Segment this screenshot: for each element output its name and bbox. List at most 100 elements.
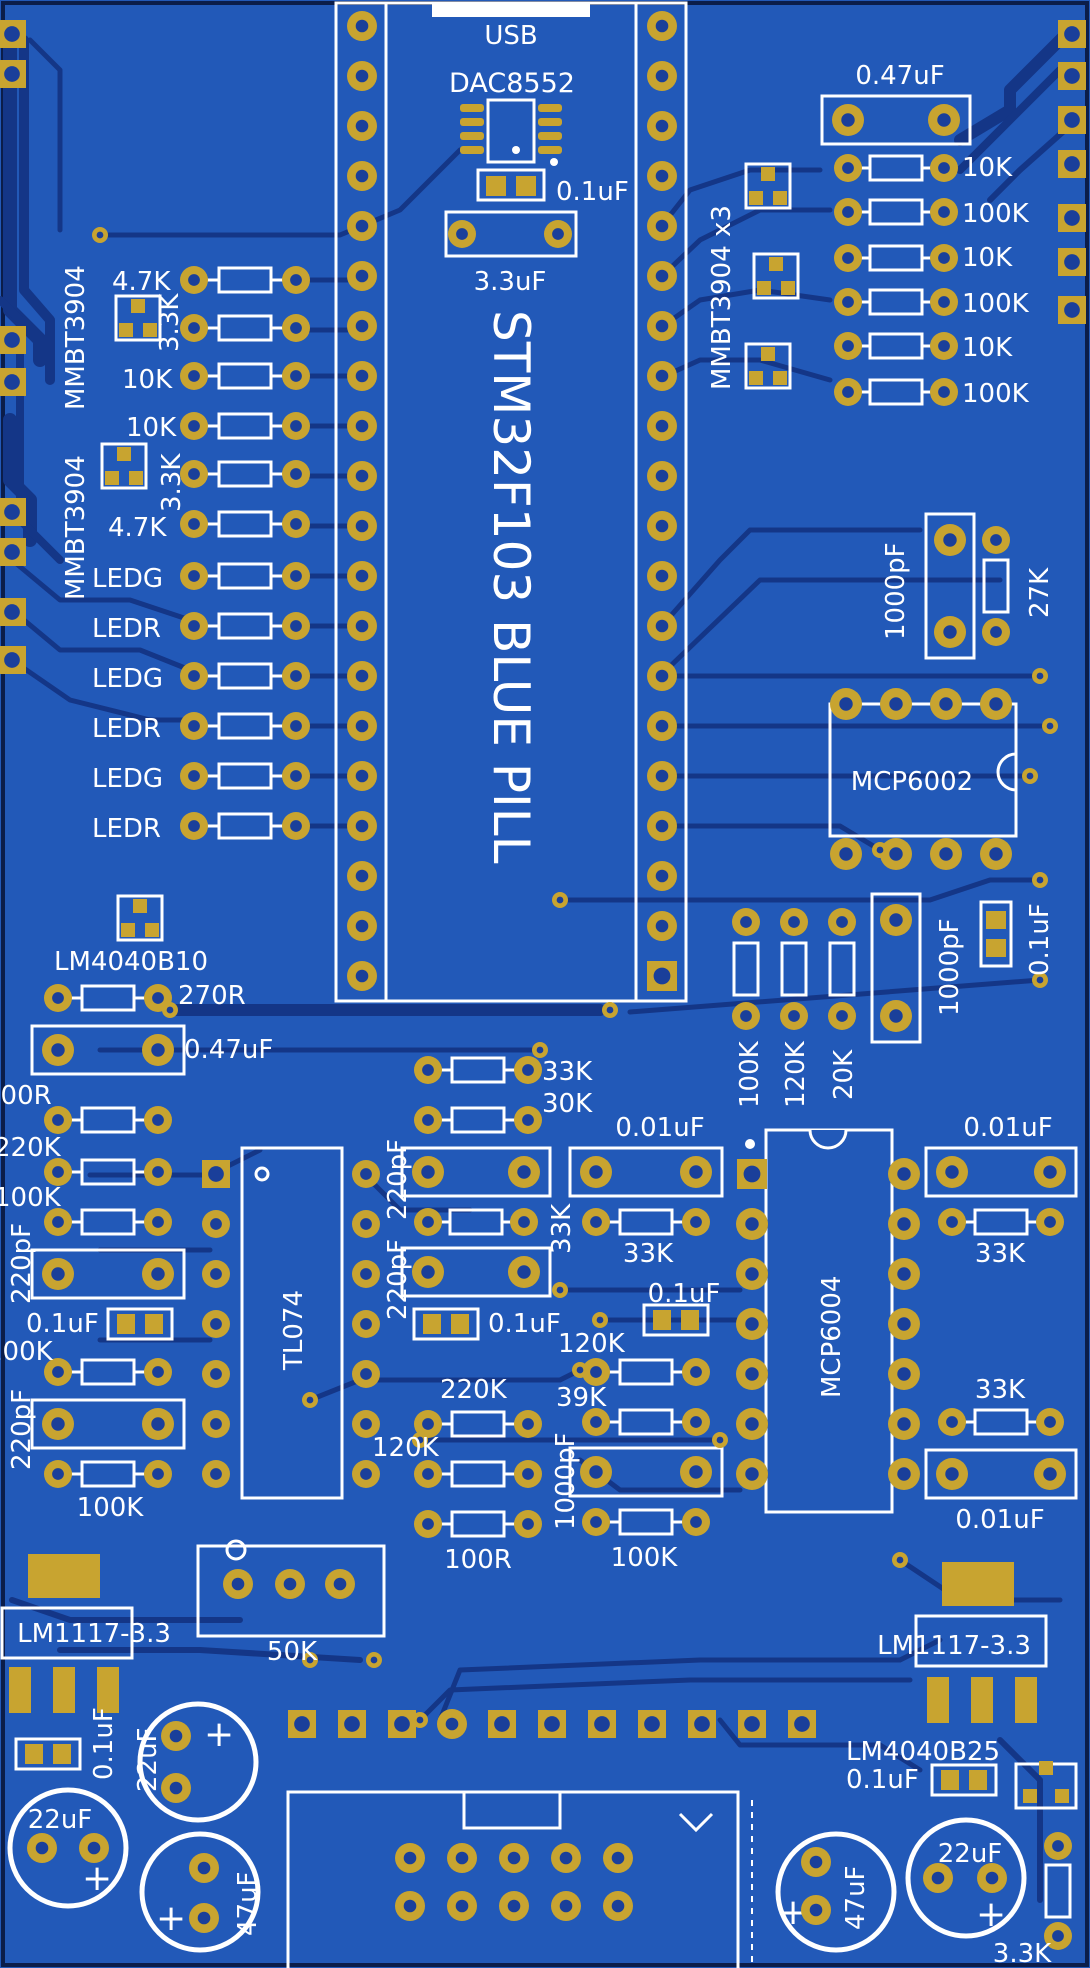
pad-hole xyxy=(52,1468,64,1480)
c-047-mid-label: 0.47uF xyxy=(184,1035,273,1065)
c-001-c-outline xyxy=(924,1448,1078,1500)
reg-left-label: LM1117-3.3 xyxy=(17,1619,171,1649)
pad-hole xyxy=(896,1556,904,1564)
transistor-right-2-pad-1 xyxy=(757,281,771,295)
pad-hole xyxy=(456,228,468,240)
pad-hole xyxy=(4,604,20,620)
pad-hole xyxy=(152,1468,164,1480)
pad-hole xyxy=(151,1417,165,1431)
pad-hole xyxy=(943,625,957,639)
pad-hole xyxy=(611,1851,625,1865)
dac-pin xyxy=(538,132,562,140)
pad-hole xyxy=(355,319,369,333)
transistor-left-2-pad-3 xyxy=(117,447,131,461)
transistor-left-2-pad-1 xyxy=(105,471,119,485)
pad-hole xyxy=(355,669,369,683)
pad-hole xyxy=(422,1468,434,1480)
r-27k-body xyxy=(982,558,1010,614)
pad-hole xyxy=(522,1114,534,1126)
pad-hole xyxy=(522,1518,534,1530)
reg-left-pin xyxy=(97,1667,119,1713)
pad-hole xyxy=(306,1396,314,1404)
c-01-b-outline xyxy=(642,1303,710,1337)
pad-hole xyxy=(841,113,855,127)
pad-hole xyxy=(87,1841,101,1855)
transistor-left-1-pad-1 xyxy=(119,323,133,337)
dac-pin1-dot xyxy=(512,146,520,154)
pad-hole xyxy=(1064,112,1080,128)
pad-hole xyxy=(1044,1416,1056,1428)
led3-label: LEDG xyxy=(92,664,163,694)
r-3k3-a-label: 3.3K xyxy=(155,293,185,352)
c-01-ref-label: 0.1uF xyxy=(846,1765,919,1795)
pad-hole xyxy=(188,420,200,432)
pad-hole xyxy=(152,1216,164,1228)
pad-hole xyxy=(589,1165,603,1179)
ref-top-pad-2 xyxy=(145,923,159,937)
opamp-top-label: MCP6002 xyxy=(851,767,973,797)
pad-hole xyxy=(897,1417,911,1431)
c-top-right-outline xyxy=(820,94,972,146)
m-01uf-label: 0.1uF xyxy=(488,1309,561,1339)
pad-hole xyxy=(985,1871,999,1885)
pad-hole xyxy=(355,269,369,283)
led4-label: LEDR xyxy=(92,714,161,744)
l-220pf-b-outline xyxy=(30,1398,186,1450)
pad-hole xyxy=(689,1465,703,1479)
pad-hole xyxy=(51,1417,65,1431)
pad-hole xyxy=(355,219,369,233)
pad-hole xyxy=(370,1656,378,1664)
pad-hole xyxy=(644,1716,660,1732)
pad-hole xyxy=(1064,254,1080,270)
pad-hole xyxy=(188,620,200,632)
pad-hole xyxy=(518,1216,530,1228)
m-100r-label: 100R xyxy=(444,1545,512,1575)
pad-hole xyxy=(507,1851,521,1865)
pad-hole xyxy=(839,847,853,861)
pad-hole xyxy=(655,19,669,33)
pad-hole xyxy=(188,518,200,530)
c-01-opamp-outline xyxy=(979,900,1013,968)
pad-hole xyxy=(1036,876,1044,884)
left-pin-header xyxy=(347,11,377,991)
c-01-reg-pad-1 xyxy=(25,1744,43,1764)
pad-hole xyxy=(455,1899,469,1913)
c-1000pf-b-label: 1000pF xyxy=(935,918,965,1016)
pad-hole xyxy=(360,1218,372,1230)
pad-hole xyxy=(1064,302,1080,318)
mcp6004-notch xyxy=(808,1129,848,1150)
reg-right-pin xyxy=(1015,1677,1037,1723)
l-100k-c-label: 100K xyxy=(77,1493,145,1523)
c-dac2-label: 3.3uF xyxy=(474,267,547,297)
pad-hole xyxy=(52,1216,64,1228)
reg-right-outline xyxy=(914,1614,1048,1668)
pad-hole xyxy=(152,992,164,1004)
pad-hole xyxy=(1064,156,1080,172)
pad-hole xyxy=(690,1366,702,1378)
pad-hole xyxy=(210,1368,222,1380)
pad-hole xyxy=(52,1114,64,1126)
pad-hole xyxy=(809,1855,823,1869)
pad-hole xyxy=(422,1518,434,1530)
pad-hole xyxy=(655,569,669,583)
r-33k-a-label: 33K xyxy=(623,1239,674,1269)
c-47uf-b-label: 47uF xyxy=(841,1865,871,1930)
l-220pf-label: 220pF xyxy=(7,1223,37,1304)
pad-hole xyxy=(522,1418,534,1430)
pad-hole xyxy=(945,1467,959,1481)
pad-hole xyxy=(188,274,200,286)
reg-left-outline xyxy=(0,1606,134,1660)
transistor-left-1-outline xyxy=(114,294,162,342)
pad-hole xyxy=(745,1367,759,1381)
pad-hole xyxy=(4,504,20,520)
pad-hole xyxy=(937,113,951,127)
tl074-outline xyxy=(240,1146,344,1500)
pad-hole xyxy=(355,19,369,33)
c-22uf-b-outline xyxy=(7,1787,129,1909)
pad-hole xyxy=(839,697,853,711)
pad-hole xyxy=(355,519,369,533)
ref-top-outline xyxy=(116,894,164,942)
mcp6002-outline xyxy=(828,702,1018,838)
pad-hole xyxy=(836,1010,848,1022)
transistor-right-2-outline xyxy=(752,252,800,300)
